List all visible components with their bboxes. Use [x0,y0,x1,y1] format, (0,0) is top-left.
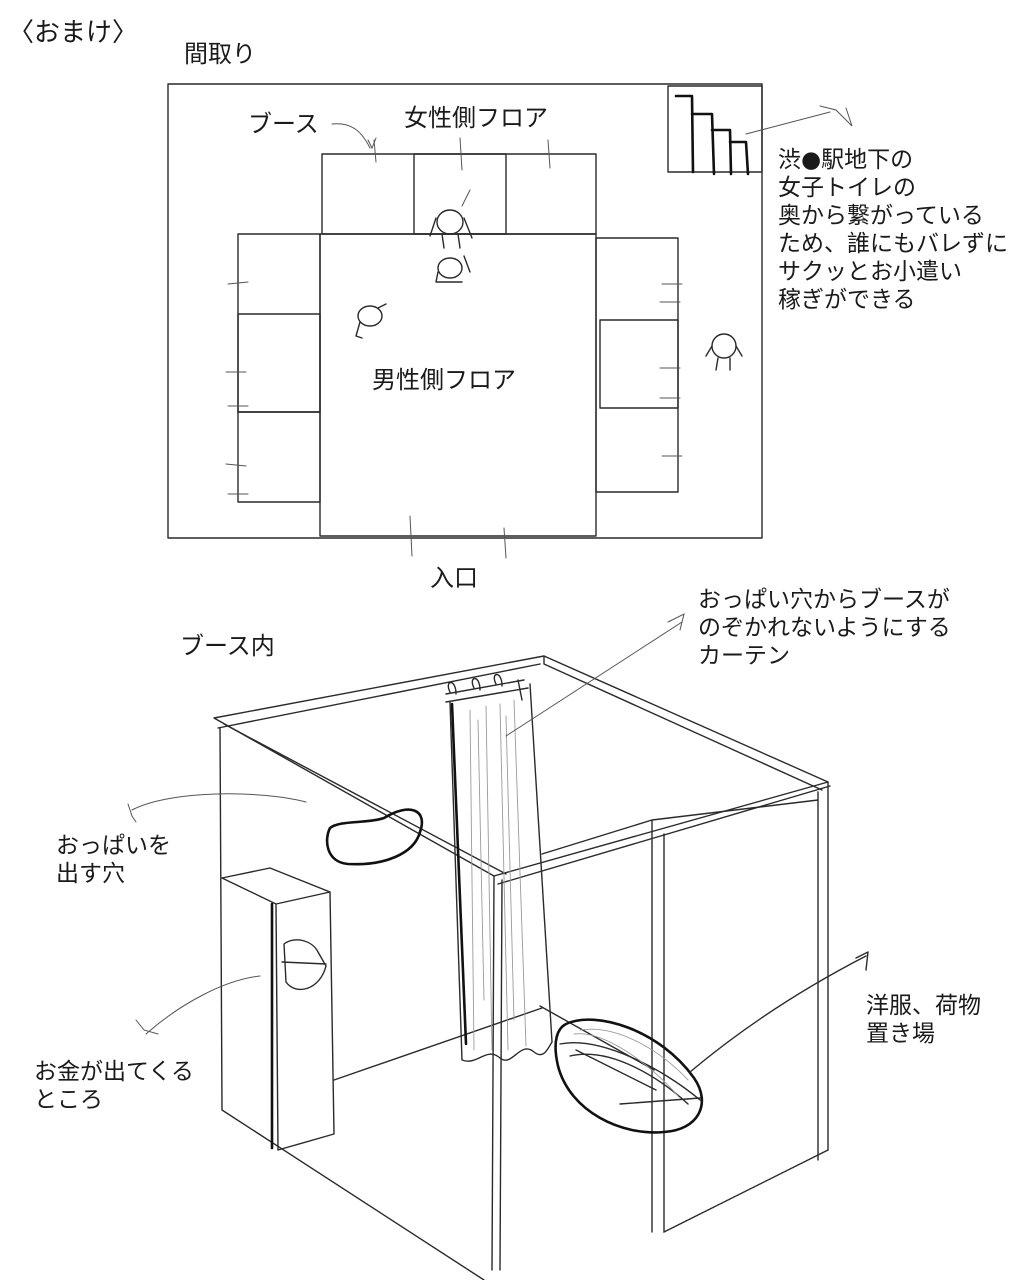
money-slot-basket [281,939,327,991]
omake-heading: 〈おまけ〉 [8,18,139,48]
person-figure-center [435,255,471,283]
stairs-icon [674,94,750,176]
floorplan-drawing [167,83,853,559]
right-booth-column [595,237,679,493]
curtain [449,683,553,1062]
booth-right-wall [817,781,829,1161]
person-figure-right [705,333,743,371]
clothes-note: 洋服、荷物 置き場 [866,993,981,1048]
booth-label: ブース [248,110,319,138]
person-figure-women [429,209,473,249]
stairs-arrow [745,105,853,135]
money-slot-box [221,867,335,1151]
floorplan-outer-wall [167,83,763,539]
curtain-note: おっぱい穴からブースが のぞかれないようにする カーテン [698,587,951,670]
person-figure-left [355,303,387,339]
money-note: お金が出てくる ところ [34,1059,194,1114]
money-arrow [135,975,261,1035]
right-booth [599,319,679,409]
clothes-arrow [689,951,869,1073]
hole-arrow [127,793,307,823]
breast-hole [325,808,424,866]
booth-interior-drawing [127,613,869,1280]
floorplan-title: 間取り [184,40,256,68]
left-booth-column [237,233,321,503]
clothes-basket [554,1018,704,1134]
women-floor-label: 女性側フロア [404,104,548,132]
men-floor-label: 男性側フロア [372,366,516,394]
women-floor-area [321,153,597,235]
women-booth [413,153,507,235]
left-booth [237,313,321,413]
booth-partition [541,799,819,1233]
entrance-label: 入口 [430,564,478,592]
curtain-rod [445,679,529,703]
hole-note: おっぱいを 出す穴 [56,833,171,888]
stairs-note: 渋●駅地下の 女子トイレの 奥から繋がっている ため、誰にもバレずに サクッとお… [778,147,1008,314]
booth-interior-title: ブース内 [180,632,275,660]
curtain-arrow [505,613,685,737]
booth-arrow [331,123,377,150]
booth-left-wall [219,727,485,1280]
